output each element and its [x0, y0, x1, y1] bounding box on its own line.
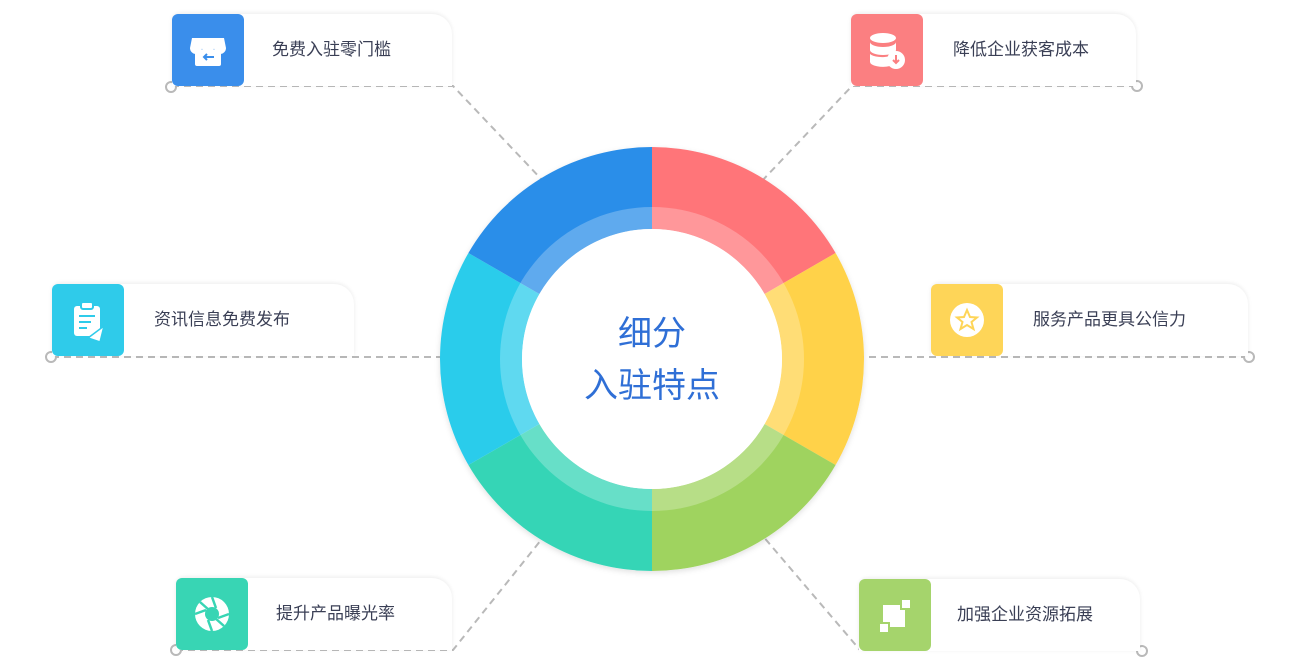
ring-segment-cyan: [440, 253, 540, 465]
connector-bottom-left: [176, 534, 546, 651]
squares-expand-icon: [859, 579, 931, 651]
connector-top-left: [172, 85, 546, 184]
database-download-icon: [851, 14, 923, 86]
center-title: 细分 入驻特点: [552, 308, 752, 412]
connector-top-right: [759, 85, 1136, 184]
ring-segment-teal: [468, 424, 652, 571]
feature-label: 加强企业资源拓展: [957, 605, 1093, 625]
center-title-line1: 细分: [618, 314, 686, 354]
ring-center: [522, 229, 782, 489]
feature-label: 资讯信息免费发布: [154, 310, 290, 330]
star-badge-icon: [931, 284, 1003, 356]
store-icon: [172, 14, 244, 86]
feature-label: 提升产品曝光率: [276, 604, 395, 624]
center-title-line2: 入驻特点: [584, 366, 720, 406]
ring-segment-blue: [468, 147, 652, 294]
feature-card-resource-expansion[interactable]: 加强企业资源拓展: [859, 579, 1140, 651]
ring-segment-green: [652, 424, 836, 571]
clipboard-send-icon: [52, 284, 124, 356]
feature-label: 服务产品更具公信力: [1033, 310, 1186, 330]
feature-card-credibility[interactable]: 服务产品更具公信力: [931, 284, 1248, 356]
feature-label: 降低企业获客成本: [953, 40, 1089, 60]
feature-label: 免费入驻零门槛: [272, 40, 391, 60]
ring-segment-red: [652, 147, 836, 294]
feature-card-publish-info[interactable]: 资讯信息免费发布: [52, 284, 354, 356]
ring-segment-yellow: [764, 253, 865, 465]
camera-aperture-icon: [176, 578, 248, 650]
feature-card-exposure[interactable]: 提升产品曝光率: [176, 578, 452, 650]
feature-card-free-entry[interactable]: 免费入驻零门槛: [172, 14, 452, 86]
feature-card-lower-cost[interactable]: 降低企业获客成本: [851, 14, 1136, 86]
